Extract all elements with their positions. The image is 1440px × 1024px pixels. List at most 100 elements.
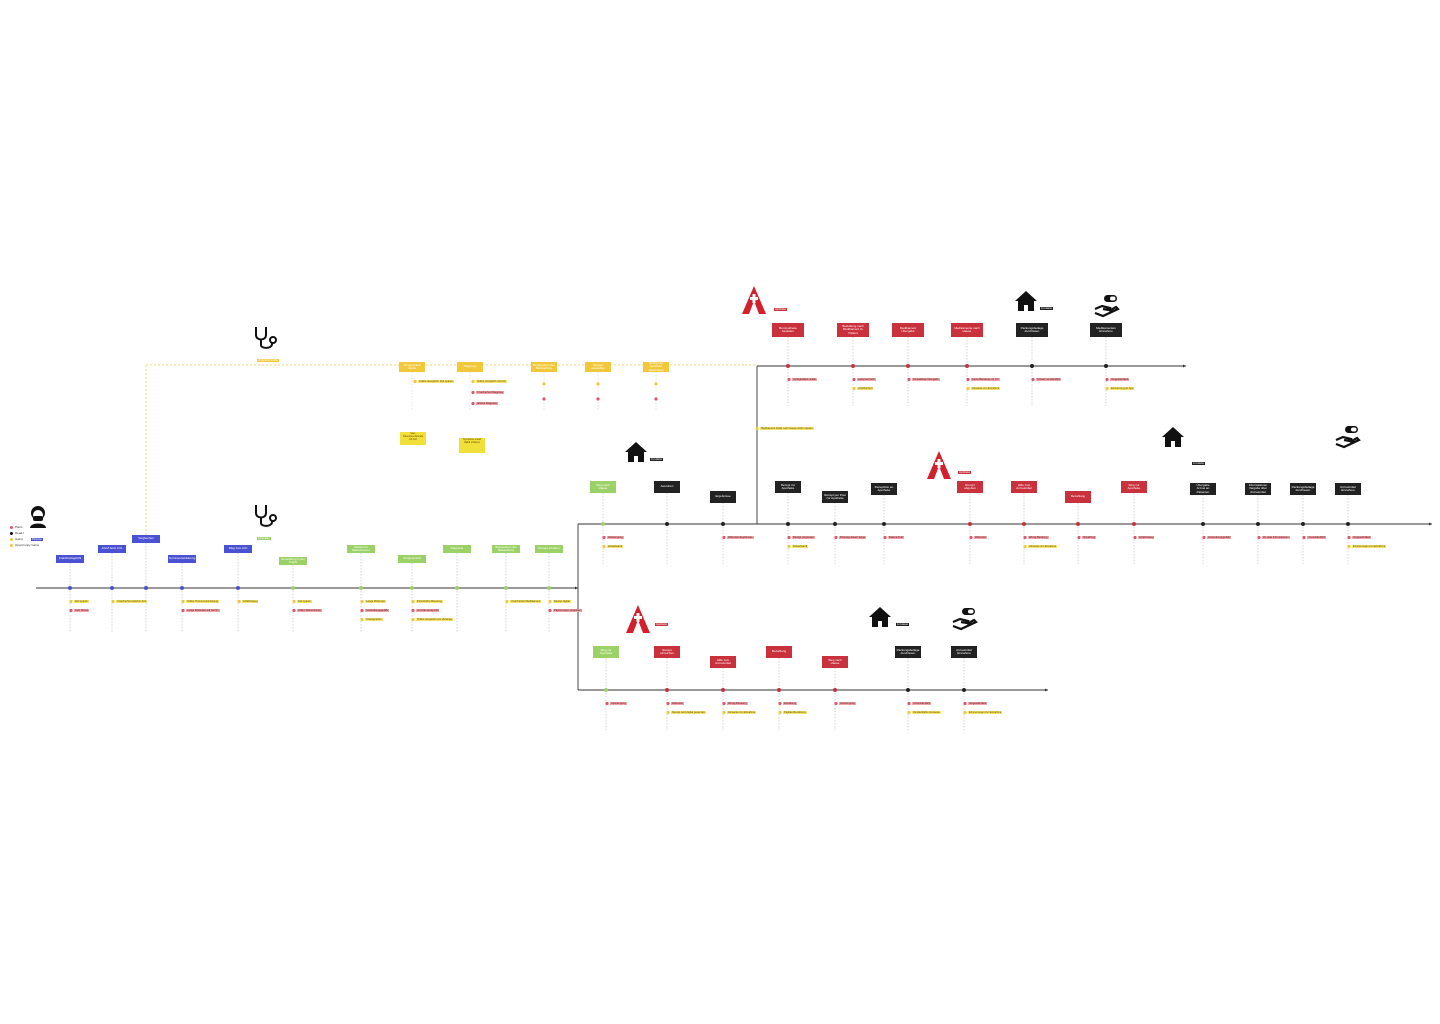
gain-dot [666, 710, 670, 715]
gain-dot [755, 426, 759, 431]
pain-note: Lange Wartezeit auf Termin [186, 609, 220, 612]
stethoscope-icon [252, 503, 280, 534]
legend-label: Pains [15, 525, 23, 529]
gain-dot [505, 599, 509, 604]
gain-note: Lange Wartezeit [365, 600, 386, 603]
arrow-head [575, 586, 578, 590]
timeline-node [504, 586, 508, 590]
gain-dot [602, 544, 606, 549]
timeline-node [144, 586, 148, 590]
timeline-node [236, 586, 240, 590]
pain-dot [907, 377, 911, 382]
gain-note: Zeit sparen [297, 600, 312, 603]
pain-dot [966, 377, 970, 382]
gain-dot [596, 382, 600, 386]
pain-note: Papierrezept vergessen [553, 609, 583, 612]
medication-hand-icon [1335, 425, 1361, 454]
step-box: Packungsbeilage durchlesen [1016, 323, 1048, 337]
pain-note: Unverständlich [1307, 536, 1327, 539]
pain-dot [722, 535, 726, 540]
location-tag: zu Hause [896, 623, 909, 626]
timeline-node [665, 522, 669, 526]
pain-dot [852, 377, 856, 382]
pain-dot [411, 608, 415, 613]
gain-dot [1347, 544, 1351, 549]
pain-note: Ansteckungsgefahr [1207, 536, 1232, 539]
gain-note: Rezept wird digital gesendet [671, 711, 706, 714]
pain-dot [722, 701, 726, 706]
gain-dot [111, 599, 115, 604]
online-step-box: Besprechen der Behandlung [531, 362, 557, 372]
timeline-node [1346, 522, 1350, 526]
pain-note: Wartezeit [671, 702, 684, 705]
step-box: Bezahlung [766, 646, 792, 658]
gain-note: Online Gespräch: Zeit sparen [418, 380, 454, 383]
step-box: Vergleichen [132, 535, 160, 543]
gain-note: Online Gespräch mit Arzt [476, 380, 507, 383]
timeline-node [455, 586, 459, 590]
timeline-node [601, 522, 605, 526]
step-box: Rezept per Post zur Apotheke [822, 491, 848, 503]
gain-note: Hinweise zur Einnahme [727, 711, 757, 714]
pain-dot [883, 535, 887, 540]
persona-icon [28, 504, 48, 533]
timeline-node [786, 522, 790, 526]
pain-note: Lieferzeit hoch [857, 378, 876, 381]
pain-note: Unverständlich [912, 702, 932, 705]
pain-dot [1105, 377, 1109, 382]
step-box: Rezept abgeben [957, 481, 983, 493]
gain-dot [778, 710, 782, 715]
pain-dot [471, 390, 475, 395]
legend-dot [10, 537, 13, 541]
pharmacy-icon [624, 604, 652, 639]
gain-note: Hinweise zur Einnahme [1028, 545, 1058, 548]
step-box: Rezept einreichen [654, 646, 680, 658]
pain-dot [1133, 535, 1137, 540]
timeline-node [547, 586, 551, 590]
gain-dot [1105, 386, 1109, 391]
location-tag: Apotheke [655, 623, 668, 626]
timeline-node [1201, 522, 1205, 526]
step-box: Terminvereinbarung [168, 555, 196, 563]
step-box: Packungsbeilage durchlesen [895, 646, 921, 658]
gain-dot [548, 599, 552, 604]
medication-hand-icon [1094, 294, 1120, 323]
legend-item-pains: Pains [10, 525, 23, 529]
sticky-note: Idee: Videosprechstunde mit Arzt [400, 432, 426, 445]
pain-note: Datenschutz [888, 536, 905, 539]
timeline-node [882, 522, 886, 526]
arrow-head [1045, 688, 1048, 692]
location-tag: Arztpraxis Online [257, 359, 279, 362]
pain-note: Keine Beratung vor Ort [971, 378, 1000, 381]
step-box: Weg nach Hause [822, 656, 848, 668]
gain-dot [654, 382, 658, 386]
online-step-box: Rezept an Apotheke übermitteln [643, 362, 669, 372]
step-box: Anruf beim Arzt [98, 545, 126, 553]
pain-note: Vergesslichkeit [1110, 378, 1130, 381]
location-tag: Arztpraxis [257, 537, 271, 540]
gain-note: Verständliche Hinweise [912, 711, 941, 714]
pain-note: Zuzahlung [783, 702, 798, 705]
pain-note: Verfügbarkeit unklar [792, 378, 818, 381]
gain-note: Zeitaufwand [607, 545, 624, 548]
pain-dot [471, 401, 475, 406]
pharmacy-icon [740, 285, 768, 320]
timeline-node [833, 688, 837, 692]
pain-note: Kein Stress [74, 609, 90, 612]
pain-note: Wenig Beratung [727, 702, 748, 705]
step-box: Weg nach Hause [590, 481, 616, 493]
step-box: Informationen Vergabe über Arzneimittel [1245, 483, 1271, 495]
pain-note: falsche Diagnose [476, 402, 498, 405]
gain-dot [69, 599, 73, 604]
pain-note: Unsicherheit Diagnose [476, 391, 505, 394]
step-box: Warten im Wartezimmer [347, 545, 375, 553]
gain-note: Hinweise zur Einnahme [971, 387, 1001, 390]
house-icon [868, 606, 892, 633]
step-box: Packungsbeilage durchlesen [1290, 483, 1316, 495]
timeline-node [962, 688, 966, 692]
pain-note: Ansteckungsgefahr [365, 609, 390, 612]
pain-note: Anstrengung [607, 536, 624, 539]
gain-note: Medikament direkt nach Hause liefern las… [760, 427, 814, 430]
pain-note: Anstrengung [839, 702, 856, 705]
